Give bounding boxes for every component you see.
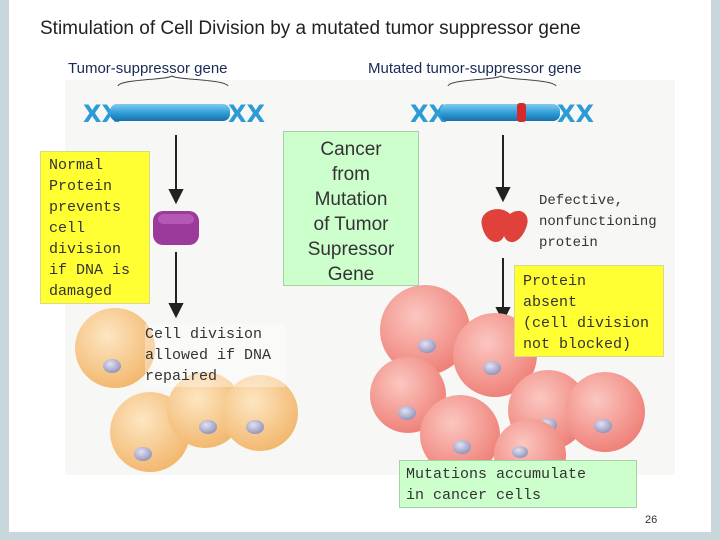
nucleus — [398, 406, 416, 420]
svg-text:XX: XX — [228, 100, 266, 128]
note-line: Supressor — [307, 239, 395, 260]
note-line: protein — [539, 235, 598, 251]
normal-cell — [167, 372, 243, 448]
defective-protein-icon — [481, 209, 528, 243]
note-line: prevents — [49, 199, 122, 216]
nucleus — [512, 446, 528, 458]
page-number: 26 — [645, 514, 658, 526]
svg-text:XX: XX — [557, 100, 595, 128]
cancer-cell — [380, 285, 470, 375]
note-line: Mutations accumulate — [406, 466, 587, 483]
note-line: cell — [49, 220, 86, 237]
frame-bottom-border — [0, 532, 720, 540]
frame-left-border — [0, 0, 9, 540]
note-line: in cancer cells — [406, 487, 542, 504]
mutated-gene-label: Mutated tumor-suppressor gene — [368, 60, 582, 77]
nucleus — [453, 440, 471, 454]
note-line: Cancer — [320, 139, 382, 160]
note-line: (cell division — [523, 315, 650, 332]
normal-gene-label: Tumor-suppressor gene — [68, 60, 228, 77]
note-line: Gene — [327, 264, 375, 285]
nucleus — [199, 420, 217, 434]
nucleus — [134, 447, 152, 461]
note-line: from — [332, 164, 370, 185]
note-line: allowed if DNA — [145, 347, 272, 364]
note-line: damaged — [49, 283, 113, 300]
nucleus — [594, 419, 612, 433]
cancer-cells — [370, 285, 645, 491]
division-allowed-label: Cell division allowed if DNA repaired — [145, 324, 285, 387]
nucleus — [418, 339, 436, 353]
normal-cell — [222, 375, 298, 451]
note-line: if DNA is — [49, 262, 131, 279]
note-line: Mutation — [314, 189, 388, 210]
slide-title: Stimulation of Cell Division by a mutate… — [40, 18, 581, 39]
nucleus — [246, 420, 264, 434]
normal-chromosome: XX XX — [83, 75, 266, 128]
normal-protein-note: Normal Protein prevents cell division if… — [40, 151, 150, 304]
note-line: not blocked) — [523, 336, 632, 353]
normal-cells — [75, 308, 298, 472]
mutation-mark — [517, 103, 526, 122]
note-line: division — [49, 241, 122, 258]
nucleus — [483, 361, 501, 375]
note-line: absent — [523, 294, 578, 311]
note-line: of Tumor — [313, 214, 389, 235]
cancer-cause-note: Cancer from Mutation of Tumor Supressor … — [283, 131, 419, 286]
note-line: Protein — [49, 178, 113, 195]
note-line: Cell division — [145, 326, 263, 343]
normal-cell — [75, 308, 155, 388]
mutations-accumulate-note: Mutations accumulate in cancer cells — [399, 460, 637, 508]
cancer-cell — [420, 395, 500, 475]
defective-protein-label: Defective, nonfunctioning protein — [539, 191, 657, 254]
mutated-chromosome: XX XX — [410, 75, 595, 128]
protein-absent-note: Protein absent (cell division not blocke… — [514, 265, 664, 357]
note-line: Defective, — [539, 193, 624, 209]
nucleus — [103, 359, 121, 373]
frame-right-border — [711, 0, 720, 540]
note-line: nonfunctioning — [539, 214, 657, 230]
note-line: Normal — [49, 157, 104, 174]
note-line: Protein — [523, 273, 587, 290]
cancer-cell — [565, 372, 645, 452]
note-line: repaired — [145, 368, 218, 385]
